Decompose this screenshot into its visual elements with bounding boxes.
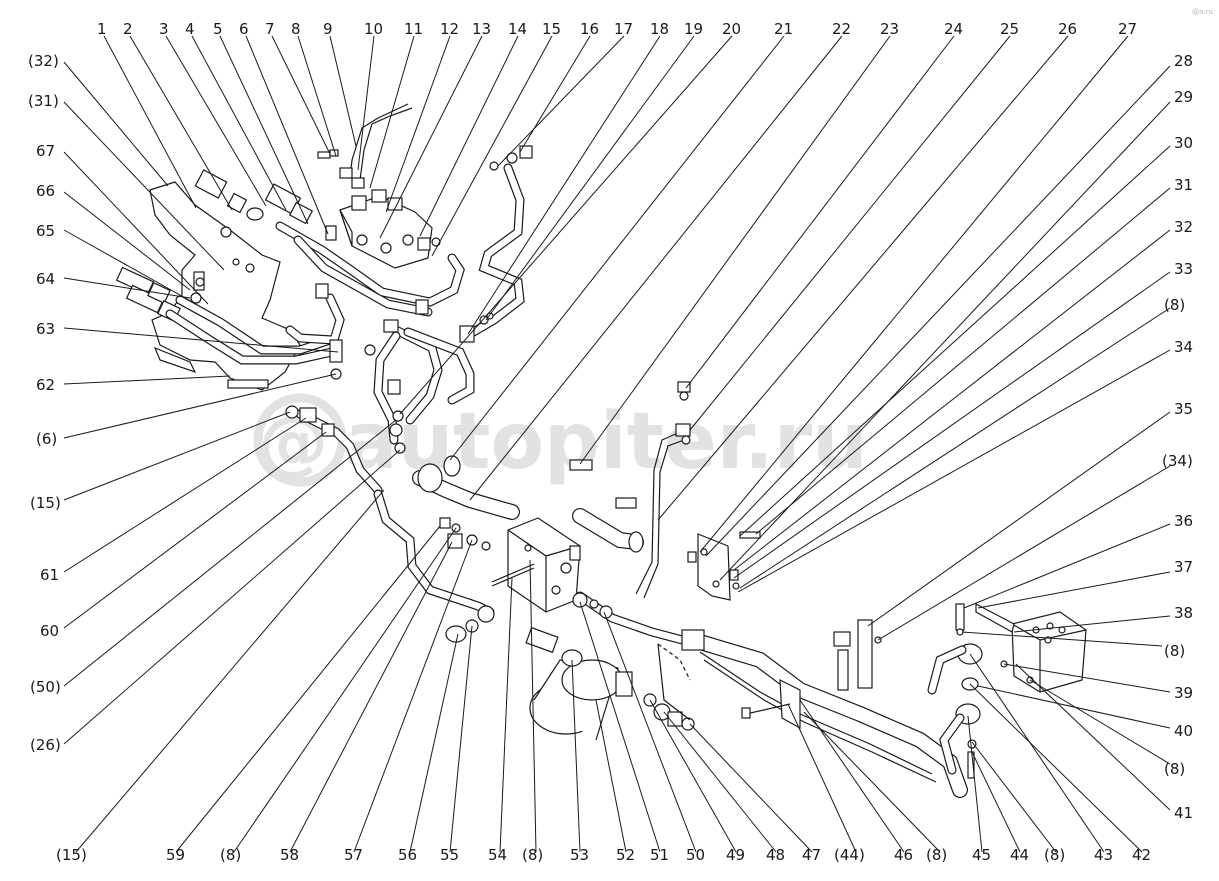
- callout-8-c: (8): [1164, 760, 1185, 778]
- callout-21: 21: [774, 20, 793, 38]
- callouts-bottom: (15) 59 (8) 58 57 56 55 54 (8) 53 52 51 …: [56, 846, 1151, 864]
- callouts-top: 1 2 3 4 5 6 7 8 9 10 11 12 13 14 15 16 1…: [97, 20, 1137, 38]
- callout-8-a: (8): [1164, 296, 1185, 314]
- callout-2: 2: [123, 20, 133, 38]
- callout-8-b: (8): [1164, 642, 1185, 660]
- callout-33: 33: [1174, 260, 1193, 278]
- callout-15-ref-b: (15): [56, 846, 87, 864]
- callout-8: 8: [291, 20, 301, 38]
- callout-11: 11: [404, 20, 423, 38]
- callout-1: 1: [97, 20, 107, 38]
- callout-44: 44: [1010, 846, 1029, 864]
- callout-54: 54: [488, 846, 507, 864]
- callout-26-ref: (26): [30, 736, 61, 754]
- callout-51: 51: [650, 846, 669, 864]
- callout-37: 37: [1174, 558, 1193, 576]
- callout-15: 15: [542, 20, 561, 38]
- callout-62: 62: [36, 376, 55, 394]
- leader-lines: [63, 35, 1171, 853]
- callout-59: 59: [166, 846, 185, 864]
- callout-16: 16: [580, 20, 599, 38]
- callout-57: 57: [344, 846, 363, 864]
- callout-56: 56: [398, 846, 417, 864]
- callout-19: 19: [684, 20, 703, 38]
- callout-60: 60: [40, 622, 59, 640]
- callout-32: 32: [1174, 218, 1193, 236]
- callout-49: 49: [726, 846, 745, 864]
- callout-41: 41: [1174, 804, 1193, 822]
- callout-38: 38: [1174, 604, 1193, 622]
- callout-64: 64: [36, 270, 55, 288]
- callout-53: 53: [570, 846, 589, 864]
- callout-28: 28: [1174, 52, 1193, 70]
- callout-4: 4: [185, 20, 195, 38]
- callout-55: 55: [440, 846, 459, 864]
- callouts-left: (32) (31) 67 66 65 64 63 62 (6) (15) 61 …: [28, 52, 61, 754]
- callout-3: 3: [159, 20, 169, 38]
- callout-31: 31: [1174, 176, 1193, 194]
- callout-66: 66: [36, 182, 55, 200]
- callout-30: 30: [1174, 134, 1193, 152]
- callout-8-g: (8): [1044, 846, 1065, 864]
- parts-drawing: [115, 103, 1087, 798]
- callout-47: 47: [802, 846, 821, 864]
- callout-40: 40: [1174, 722, 1193, 740]
- callout-63: 63: [36, 320, 55, 338]
- callout-5: 5: [213, 20, 223, 38]
- callout-24: 24: [944, 20, 963, 38]
- callout-23: 23: [880, 20, 899, 38]
- callout-13: 13: [472, 20, 491, 38]
- callout-34-ref: (34): [1162, 452, 1193, 470]
- callout-14: 14: [508, 20, 527, 38]
- callout-9: 9: [323, 20, 333, 38]
- callout-44-ref: (44): [834, 846, 865, 864]
- callout-43: 43: [1094, 846, 1113, 864]
- callout-29: 29: [1174, 88, 1193, 106]
- callout-8-d: (8): [220, 846, 241, 864]
- callout-52: 52: [616, 846, 635, 864]
- callout-8-f: (8): [926, 846, 947, 864]
- callout-58: 58: [280, 846, 299, 864]
- callout-8-e: (8): [522, 846, 543, 864]
- callout-18: 18: [650, 20, 669, 38]
- callout-61: 61: [40, 566, 59, 584]
- callout-27: 27: [1118, 20, 1137, 38]
- callout-36: 36: [1174, 512, 1193, 530]
- callout-6: 6: [239, 20, 249, 38]
- callout-31-ref: (31): [28, 92, 59, 110]
- callout-32-ref: (32): [28, 52, 59, 70]
- callout-10: 10: [364, 20, 383, 38]
- callout-26: 26: [1058, 20, 1077, 38]
- callout-6-ref: (6): [36, 430, 57, 448]
- callout-17: 17: [614, 20, 633, 38]
- callout-35: 35: [1174, 400, 1193, 418]
- callout-42: 42: [1132, 846, 1151, 864]
- callout-34: 34: [1174, 338, 1193, 356]
- callout-12: 12: [440, 20, 459, 38]
- callout-25: 25: [1000, 20, 1019, 38]
- callout-39: 39: [1174, 684, 1193, 702]
- callouts-right: 28 29 30 31 32 33 (8) 34 35 (34) 36 37 3…: [1162, 52, 1193, 822]
- callout-46: 46: [894, 846, 913, 864]
- callout-45: 45: [972, 846, 991, 864]
- callout-50-ref: (50): [30, 678, 61, 696]
- callout-7: 7: [265, 20, 275, 38]
- callout-50: 50: [686, 846, 705, 864]
- callout-65: 65: [36, 222, 55, 240]
- callout-15-ref-a: (15): [30, 494, 61, 512]
- corner-mark: @a.ru: [1192, 8, 1213, 16]
- callout-22: 22: [832, 20, 851, 38]
- callout-20: 20: [722, 20, 741, 38]
- callout-67: 67: [36, 142, 55, 160]
- callout-48: 48: [766, 846, 785, 864]
